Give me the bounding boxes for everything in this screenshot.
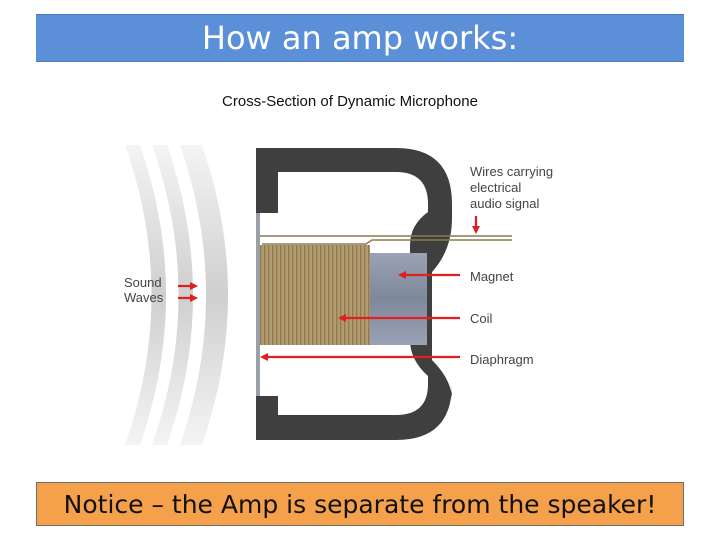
notice-bar: Notice – the Amp is separate from the sp… — [36, 482, 684, 526]
wires-label-line3: audio signal — [470, 196, 539, 211]
wires-label-line2: electrical — [470, 180, 521, 195]
diaphragm — [256, 213, 260, 396]
coil-label: Coil — [470, 311, 493, 326]
sound-waves-label-line1: Sound — [124, 275, 162, 290]
slide-title: How an amp works: — [201, 19, 519, 57]
notice-text: Notice – the Amp is separate from the sp… — [63, 489, 657, 519]
sound-wave-arcs — [125, 145, 228, 445]
label-arrows — [178, 216, 480, 361]
sound-waves-label-line2: Waves — [124, 290, 164, 305]
diagram-heading: Cross-Section of Dynamic Microphone — [222, 93, 478, 110]
coil — [260, 245, 370, 345]
magnet-label: Magnet — [470, 269, 514, 284]
wires — [260, 235, 512, 245]
title-bar: How an amp works: — [36, 14, 684, 62]
wires-label-line1: Wires carrying — [470, 164, 553, 179]
diaphragm-label: Diaphragm — [470, 352, 534, 367]
magnet — [369, 253, 427, 345]
